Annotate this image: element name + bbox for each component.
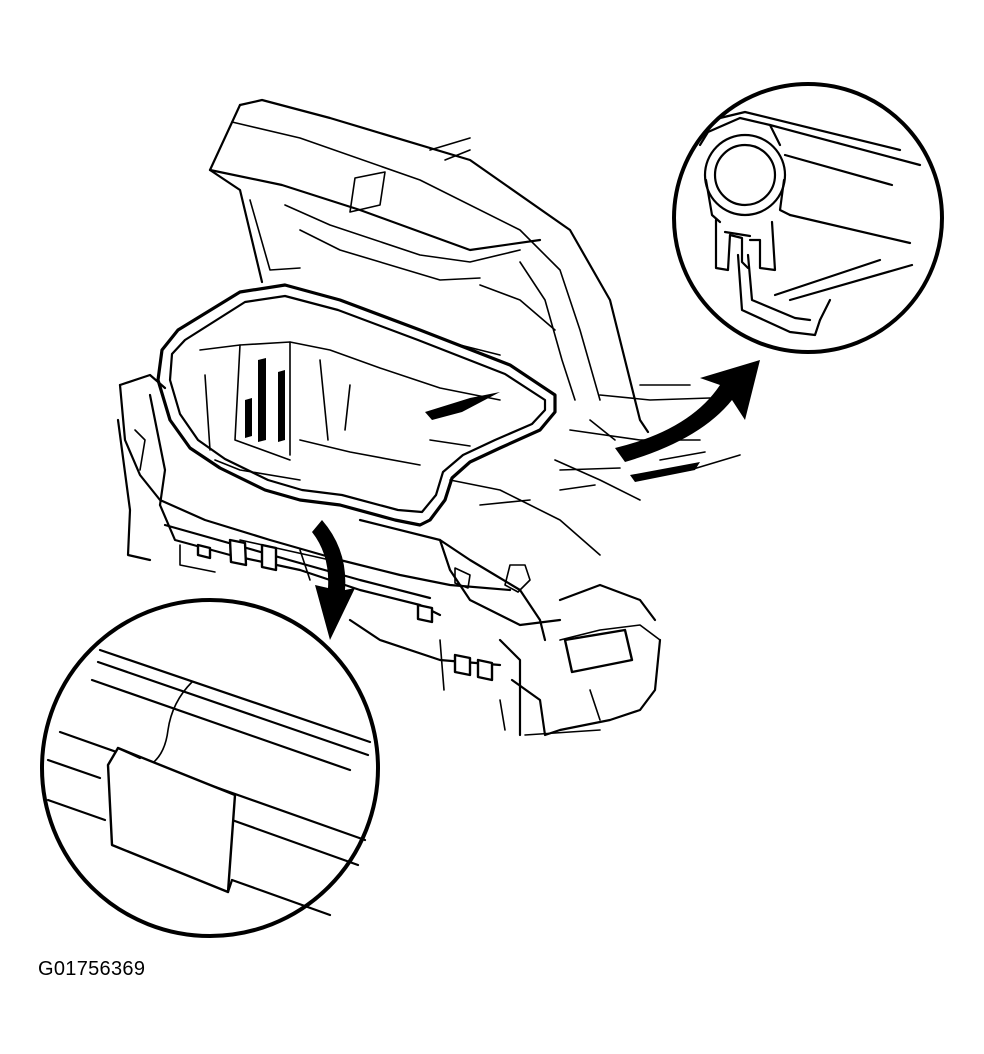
trunk-interior <box>199 341 501 481</box>
weatherstrip-cross-section-detail <box>672 82 944 354</box>
weatherstrip-joint-detail <box>40 598 380 938</box>
arrow-right-pointer <box>630 462 700 482</box>
arrow-to-lower-callout <box>312 520 355 640</box>
arrow-to-upper-callout <box>615 360 760 462</box>
callout-arrows <box>312 360 760 640</box>
trunk-weatherstrip <box>156 283 557 527</box>
figure-id-label: G01756369 <box>38 958 146 980</box>
trunk-lid <box>208 98 650 434</box>
